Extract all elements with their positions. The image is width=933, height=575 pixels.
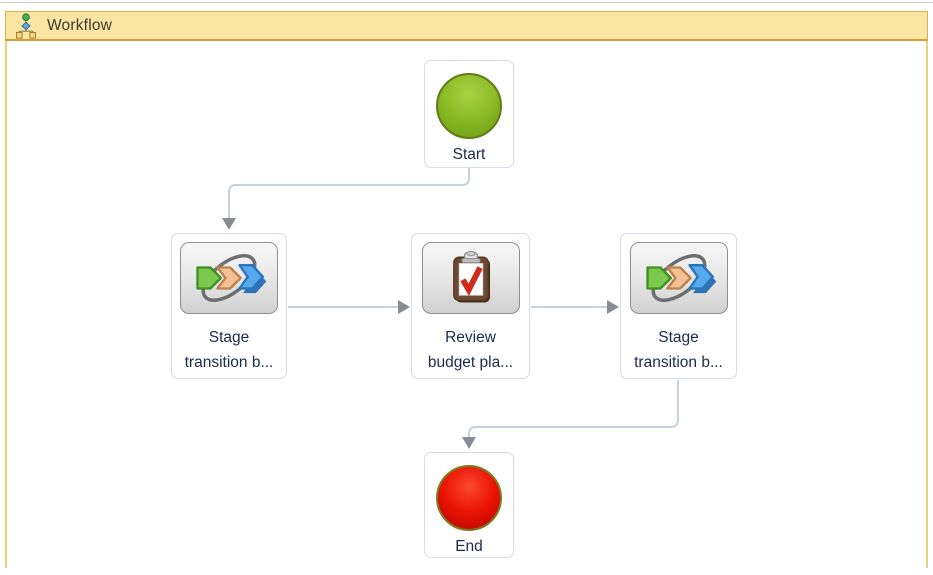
node-end[interactable]: End [424, 452, 514, 558]
top-divider [0, 2, 933, 3]
clipboard-check-icon [421, 242, 520, 314]
node-label: Review budget pla... [427, 329, 514, 371]
start-event-icon [436, 73, 502, 139]
workflow-hierarchy-icon [15, 12, 37, 39]
node-stage-transition-2[interactable]: Stage transition b... [620, 233, 737, 379]
node-stage-transition-1[interactable]: Stage transition b... [171, 233, 287, 379]
workflow-panel-header[interactable]: Workflow [5, 11, 928, 41]
panel-title: Workflow [47, 16, 113, 34]
node-label: Start [452, 146, 486, 163]
node-label: Stage transition b... [634, 329, 723, 371]
end-event-icon [436, 465, 502, 531]
node-label: Stage transition b... [184, 329, 274, 371]
node-label: End [455, 538, 483, 555]
stage-transition-icon [180, 242, 278, 314]
node-review-budget-plan[interactable]: Review budget pla... [411, 233, 530, 379]
stage-transition-icon [629, 242, 728, 314]
node-start[interactable]: Start [424, 60, 514, 168]
